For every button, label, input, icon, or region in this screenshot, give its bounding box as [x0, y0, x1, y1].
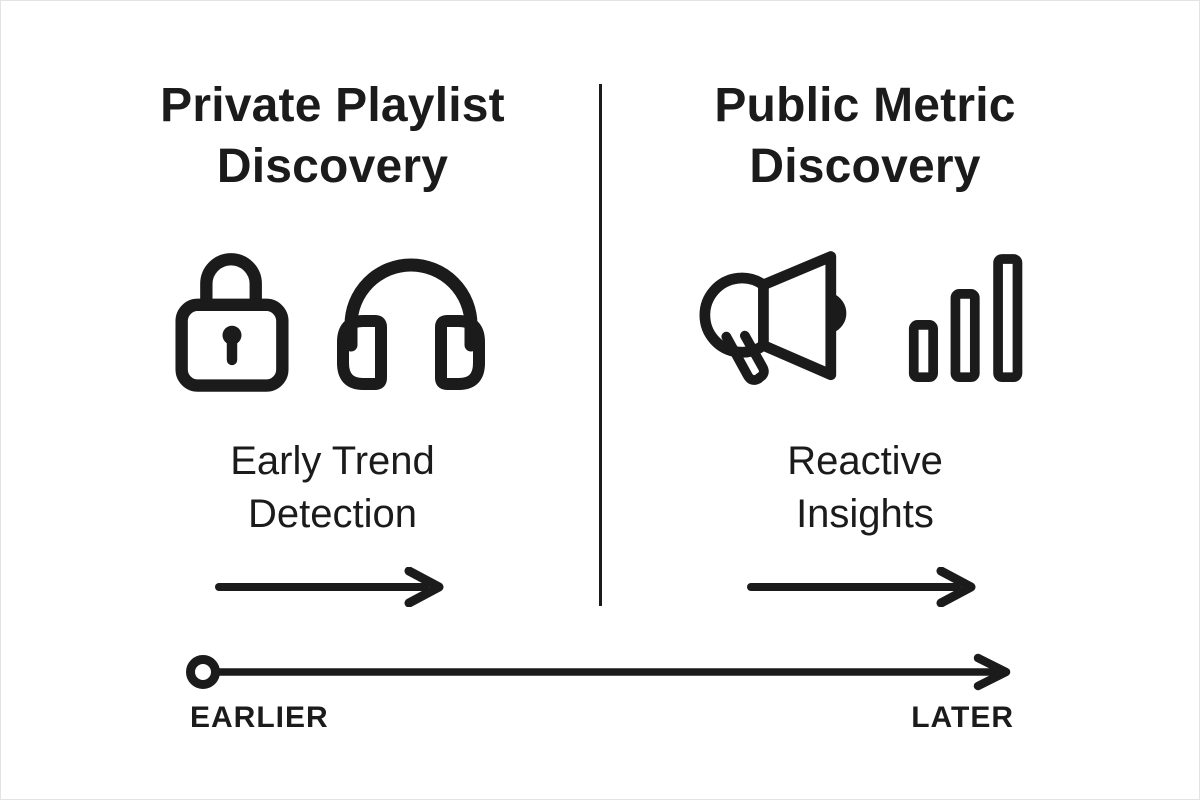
timeline-labels: EARLIER LATER — [190, 701, 1014, 735]
panel-caption-left: Early Trend Detection — [230, 439, 435, 536]
panel-caption-right: Reactive Insights — [787, 439, 943, 536]
vertical-divider — [599, 84, 602, 606]
right-arrow-icon — [214, 567, 443, 607]
panel-title-right: Public Metric Discovery — [714, 79, 1016, 193]
panel-public-metric: Public Metric Discovery Reactive Insight… — [600, 75, 1130, 607]
panel-title-left: Private Playlist Discovery — [160, 79, 505, 193]
lock-icon — [174, 253, 289, 392]
timeline-end-label: LATER — [911, 701, 1014, 734]
flow-arrow-left — [65, 567, 600, 607]
bar-chart-icon — [908, 254, 1023, 383]
headphones-icon — [336, 258, 485, 390]
icon-row-right — [600, 241, 1130, 401]
megaphone-icon — [699, 251, 847, 385]
timeline-arrow-icon — [186, 653, 1011, 691]
right-arrow-icon — [747, 567, 976, 607]
timeline-axis — [186, 652, 1021, 697]
timeline-start-label: EARLIER — [190, 701, 329, 734]
panel-private-playlist: Private Playlist Discovery Early Trend D… — [65, 75, 600, 607]
icon-row-left — [65, 241, 600, 401]
flow-arrow-right — [600, 567, 1130, 607]
